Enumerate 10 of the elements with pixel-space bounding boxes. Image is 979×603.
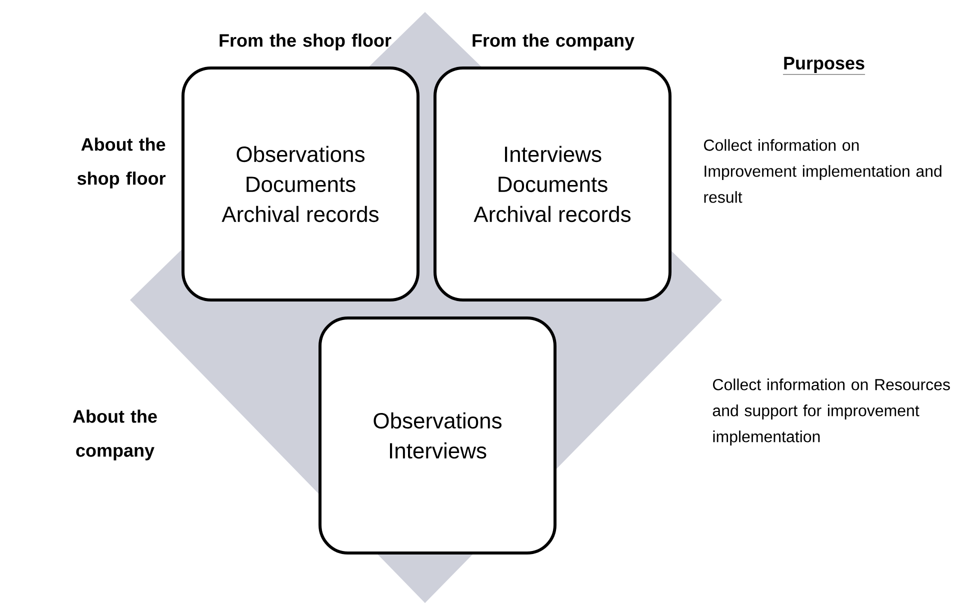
column-heading: From the company bbox=[472, 34, 634, 50]
row-heading: About the company bbox=[72, 410, 157, 460]
purpose-text: Collect information on Improvement implementation and result bbox=[704, 139, 942, 203]
rounded-box: Interviews Documents Archival records bbox=[434, 66, 672, 302]
rounded-box: Observations Interviews bbox=[318, 316, 556, 554]
row-heading: About the shop floor bbox=[77, 138, 166, 188]
column-heading: From the shop floor bbox=[220, 34, 392, 50]
heading: Purposes bbox=[782, 56, 866, 75]
purpose-text: Collect information on Resources and support for improvement implementation bbox=[712, 378, 950, 446]
rounded-box: Observations Documents Archival records bbox=[182, 66, 420, 302]
